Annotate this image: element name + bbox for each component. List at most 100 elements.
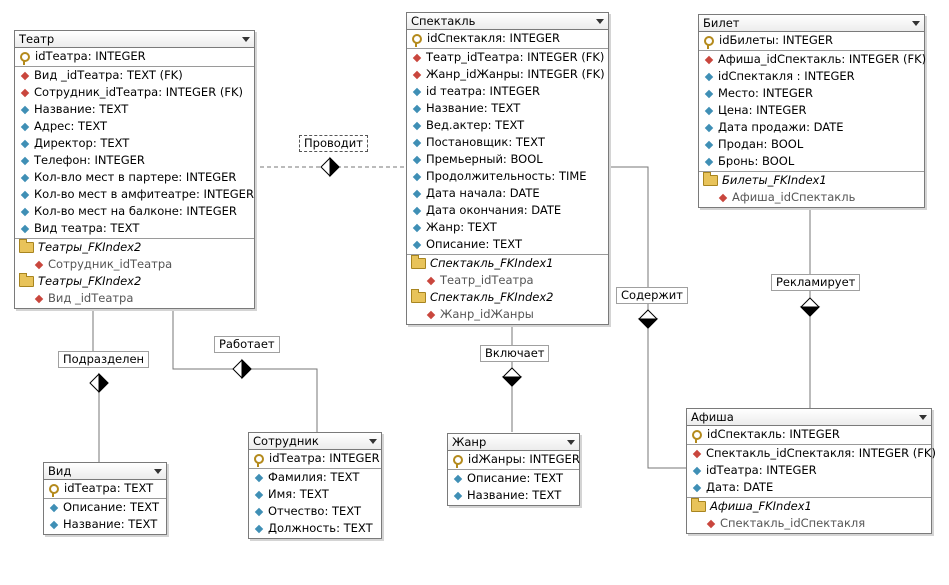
table-header[interactable]: Спектакль <box>407 13 608 30</box>
column-row[interactable]: Афиша_idСпектакль: INTEGER (FK) <box>699 51 926 68</box>
column-row[interactable]: Кол-вло мест в партере: INTEGER <box>15 169 254 186</box>
column-row[interactable]: Директор: TEXT <box>15 135 254 152</box>
relation-label-rabotaet[interactable]: Работает <box>214 336 280 353</box>
column-row[interactable]: Кол-во мест в амфитеатре: INTEGER <box>15 186 254 203</box>
relation-label-reklamiruet[interactable]: Рекламирует <box>771 274 861 291</box>
column-row[interactable]: Спектакль_idСпектакля: INTEGER (FK) <box>687 445 936 462</box>
index-field-row[interactable]: Театр_idТеатра <box>407 272 608 289</box>
chevron-down-icon[interactable] <box>242 37 250 42</box>
column-row[interactable]: Бронь: BOOL <box>699 153 924 170</box>
relation-label-provodit[interactable]: Проводит <box>299 135 368 152</box>
index-row[interactable]: Театры_FKIndex2 <box>15 273 254 290</box>
column-row[interactable]: Описание: TEXT <box>407 236 608 253</box>
index-field-row[interactable]: Афиша_idСпектакль <box>699 189 924 206</box>
primary-key-row[interactable]: idБилеты: INTEGER <box>699 32 924 49</box>
table-header[interactable]: Театр <box>15 31 254 48</box>
column-row[interactable]: Вед.актер: TEXT <box>407 117 608 134</box>
column-row[interactable]: Вид _idТеатра: TEXT (FK) <box>15 67 254 84</box>
column-row[interactable]: Театр_idТеатра: INTEGER (FK) <box>407 49 608 66</box>
column-row[interactable]: Премьерный: BOOL <box>407 151 608 168</box>
column-row[interactable]: Дата: DATE <box>687 479 931 496</box>
column-icon <box>453 491 463 500</box>
column-icon <box>412 206 422 215</box>
column-row[interactable]: Кол-во мест на балконе: INTEGER <box>15 203 254 220</box>
column-row[interactable]: idСпектакля : INTEGER <box>699 68 924 85</box>
column-row[interactable]: Жанр: TEXT <box>407 219 608 236</box>
column-row[interactable]: Дата продажи: DATE <box>699 119 924 136</box>
index-row[interactable]: Театры_FKIndex2 <box>15 239 254 256</box>
table-header[interactable]: Билет <box>699 15 924 32</box>
chevron-down-icon[interactable] <box>912 21 920 26</box>
table-header[interactable]: Вид <box>44 463 166 480</box>
column-row[interactable]: Название: TEXT <box>448 487 579 504</box>
column-row[interactable]: Постановщик: TEXT <box>407 134 608 151</box>
primary-key-row[interactable]: idСпектакль: INTEGER <box>687 426 931 443</box>
primary-key-row[interactable]: idТеатра: INTEGER <box>249 450 381 467</box>
column-icon <box>412 240 422 249</box>
chevron-down-icon[interactable] <box>154 469 162 474</box>
column-row[interactable]: Адрес: TEXT <box>15 118 254 135</box>
index-row[interactable]: Спектакль_FKIndex2 <box>407 289 608 306</box>
index-field-row[interactable]: Спектакль_idСпектакля <box>687 515 931 532</box>
column-row[interactable]: Вид театра: TEXT <box>15 220 254 237</box>
chevron-down-icon[interactable] <box>567 440 575 445</box>
table-header[interactable]: Жанр <box>448 434 579 451</box>
column-row[interactable]: Жанр_idЖанры: INTEGER (FK) <box>407 66 608 83</box>
column-row[interactable]: Сотрудник_idТеатра: INTEGER (FK) <box>15 84 254 101</box>
column-icon <box>254 507 264 516</box>
column-row[interactable]: Фамилия: TEXT <box>249 469 381 486</box>
column-icon <box>20 173 30 182</box>
index-row[interactable]: Билеты_FKIndex1 <box>699 172 924 189</box>
column-row[interactable]: id театра: INTEGER <box>407 83 608 100</box>
column-row[interactable]: Дата начала: DATE <box>407 185 608 202</box>
column-text: Название: TEXT <box>426 101 521 115</box>
column-row[interactable]: Продолжительность: TIME <box>407 168 608 185</box>
column-row[interactable]: Описание: TEXT <box>448 470 579 487</box>
chevron-down-icon[interactable] <box>369 439 377 444</box>
column-row[interactable]: idТеатра: INTEGER <box>687 462 931 479</box>
column-row[interactable]: Отчество: TEXT <box>249 503 381 520</box>
index-field-row[interactable]: Сотрудник_idТеатра <box>15 256 254 273</box>
index-row[interactable]: Афиша_FKIndex1 <box>687 498 931 515</box>
column-row[interactable]: Цена: INTEGER <box>699 102 924 119</box>
primary-key-row[interactable]: idСпектакля: INTEGER <box>407 30 608 47</box>
column-row[interactable]: Название: TEXT <box>15 101 254 118</box>
column-icon <box>49 503 59 512</box>
column-text: Кол-вло мест в партере: INTEGER <box>34 170 237 184</box>
relation-label-podrazdelen[interactable]: Подразделен <box>58 351 150 368</box>
table-header[interactable]: Афиша <box>687 409 931 426</box>
chevron-down-icon[interactable] <box>596 19 604 24</box>
column-text: Дата продажи: DATE <box>718 120 844 134</box>
relation-label-soderzhit[interactable]: Содержит <box>616 287 688 304</box>
index-row[interactable]: Спектакль_FKIndex1 <box>407 255 608 272</box>
column-icon <box>453 474 463 483</box>
column-row[interactable]: Дата окончания: DATE <box>407 202 608 219</box>
column-row[interactable]: Описание: TEXT <box>44 499 166 516</box>
index-field-row[interactable]: Жанр_idЖанры <box>407 306 608 323</box>
table-header[interactable]: Сотрудник <box>249 433 381 450</box>
column-row[interactable]: Продан: BOOL <box>699 136 924 153</box>
column-row[interactable]: Место: INTEGER <box>699 85 924 102</box>
fk-icon <box>426 310 436 319</box>
index-field-row[interactable]: Вид _idТеатра <box>15 290 254 307</box>
column-row[interactable]: Имя: TEXT <box>249 486 381 503</box>
primary-key-row[interactable]: idТеатра: INTEGER <box>15 48 254 65</box>
column-row[interactable]: Название: TEXT <box>44 516 166 533</box>
column-text: idТеатра: TEXT <box>64 481 154 495</box>
primary-key-row[interactable]: idЖанры: INTEGER <box>448 451 580 468</box>
folder-icon <box>19 273 34 287</box>
primary-key-row[interactable]: idТеатра: TEXT <box>44 480 166 497</box>
chevron-down-icon[interactable] <box>919 415 927 420</box>
column-row[interactable]: Название: TEXT <box>407 100 608 117</box>
column-row[interactable]: Телефон: INTEGER <box>15 152 254 169</box>
column-row[interactable]: Должность: TEXT <box>249 520 381 537</box>
relation-label-vklyuchaet[interactable]: Включает <box>480 345 550 362</box>
